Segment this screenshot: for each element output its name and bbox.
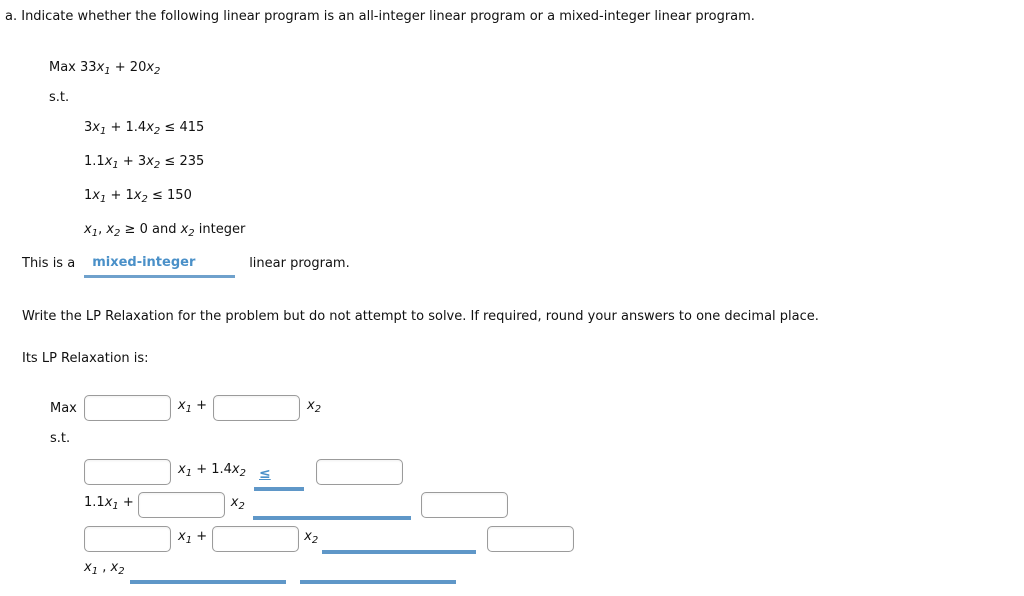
problem-instruction: a. Indicate whether the following linear… bbox=[5, 9, 755, 24]
relax-obj-coef2-input[interactable] bbox=[213, 395, 300, 421]
relax-c3-coef1-input[interactable] bbox=[84, 526, 171, 552]
relax-c1-terms: x1 + 1.4x2 bbox=[178, 462, 246, 479]
classification-answer-blank[interactable]: mixed-integer bbox=[84, 255, 236, 278]
relax-st-label: s.t. bbox=[50, 431, 71, 446]
relax-obj-coef1-input[interactable] bbox=[83, 395, 171, 421]
relax-max-label: Max bbox=[50, 400, 77, 416]
relax-constraint3-row: x1 + x2 bbox=[84, 526, 575, 554]
relax-c3-rhs-input[interactable] bbox=[487, 526, 575, 552]
relax-c1-rhs-input[interactable] bbox=[316, 459, 403, 485]
relax-c1-coef-input[interactable] bbox=[84, 459, 171, 485]
relax-c3-mid: x1 + bbox=[178, 529, 208, 546]
relax-nonneg-blank-2[interactable] bbox=[299, 580, 456, 584]
given-constraints: 3x1 + 1.4x2 ≤ 415 1.1x1 + 3x2 ≤ 235 1x1 … bbox=[84, 118, 245, 254]
relax-c2-relation-blank[interactable] bbox=[252, 516, 411, 520]
relax-constraint1-row: x1 + 1.4x2 ≤ bbox=[84, 459, 403, 491]
relax-c2-coef-input[interactable] bbox=[137, 492, 225, 518]
relax-obj-end: x2 bbox=[307, 398, 322, 415]
given-constraint-2: 1.1x1 + 3x2 ≤ 235 bbox=[84, 154, 205, 171]
relax-nonneg-row: x1 , x2 bbox=[84, 558, 456, 584]
relax-c3-coef2-input[interactable] bbox=[212, 526, 300, 552]
given-st-label: s.t. bbox=[49, 90, 70, 105]
relax-c3-relation-blank[interactable] bbox=[322, 550, 477, 554]
classification-suffix: linear program. bbox=[249, 256, 350, 271]
given-constraint-1: 3x1 + 1.4x2 ≤ 415 bbox=[84, 120, 205, 137]
relax-c1-relation-value: ≤ bbox=[259, 466, 271, 482]
relax-objective-row: Max x1 + x2 bbox=[50, 395, 321, 421]
given-constraint-3: 1x1 + 1x2 ≤ 150 bbox=[84, 188, 192, 205]
relax-c1-relation-blank[interactable]: ≤ bbox=[254, 463, 304, 491]
relax-c2-rhs-input[interactable] bbox=[420, 492, 508, 518]
relax-obj-mid: x1 + bbox=[177, 398, 207, 415]
relax-c3-after: x2 bbox=[304, 529, 319, 546]
relax-c2-after: x2 bbox=[230, 495, 245, 512]
relax-c2-prefix: 1.1x1 + bbox=[84, 495, 134, 512]
classification-sentence: This is a mixed-integer linear program. bbox=[22, 255, 350, 285]
given-constraint-4: x1, x2 ≥ 0 and x2 integer bbox=[84, 222, 246, 239]
classification-prefix: This is a bbox=[22, 256, 76, 271]
relax-nonneg-vars: x1 , x2 bbox=[84, 560, 125, 577]
relaxation-heading: Its LP Relaxation is: bbox=[22, 351, 149, 366]
relax-nonneg-blank-1[interactable] bbox=[129, 580, 286, 584]
relaxation-prompt: Write the LP Relaxation for the problem … bbox=[22, 309, 819, 324]
given-objective: Max 33x1 + 20x2 bbox=[49, 60, 161, 77]
relax-constraint2-row: 1.1x1 + x2 bbox=[84, 492, 508, 520]
